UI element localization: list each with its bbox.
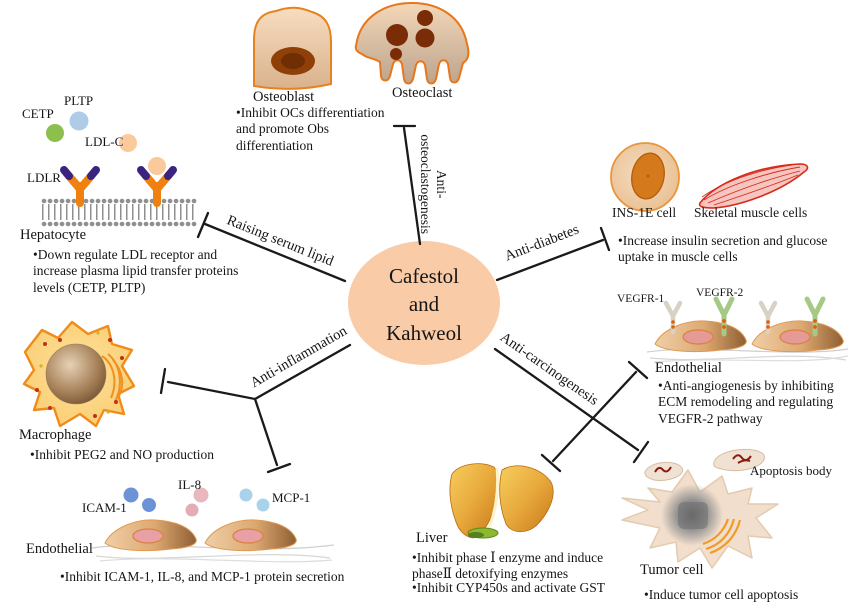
endothelial-left-title: Endothelial xyxy=(26,541,93,557)
osteoblast-illustration xyxy=(253,6,332,90)
ldlr-label: LDLR xyxy=(27,170,61,185)
hepatocyte-illustration xyxy=(41,111,199,227)
ins1e-label: INS-1E cell xyxy=(612,205,677,220)
er-icon xyxy=(101,353,124,403)
liver-title: Liver xyxy=(416,530,448,546)
tumor-cell-title: Tumor cell xyxy=(640,562,704,578)
central-node-title: Cafestol and Kahweol xyxy=(386,264,462,345)
icam1-label: ICAM-1 xyxy=(82,500,127,515)
ldlc-label: LDL-C xyxy=(85,134,124,149)
cetp-label: CETP xyxy=(22,106,54,121)
tumor-note: •Induce tumor cell apoptosis xyxy=(644,587,799,602)
skeletal-muscle-illustration xyxy=(698,163,809,209)
endothelium-note: •Inhibit ICAM-1, IL-8, and MCP-1 protein… xyxy=(60,569,345,584)
central-node-ellipse xyxy=(348,241,500,365)
vegfr2-label: VEGFR-2 xyxy=(696,287,744,299)
endothelial-left-illustration xyxy=(91,487,335,563)
pathway-label-anti-osteoclastogenesis: Anti- osteoclastogenesis xyxy=(418,134,450,235)
tumor-cell-illustration xyxy=(621,469,779,569)
ldlc-molecule-icon xyxy=(119,134,137,152)
osteoclast-illustration xyxy=(354,2,470,85)
pltp-molecule-icon xyxy=(69,111,89,131)
apoptosis-body-illustration xyxy=(644,448,765,481)
mcp1-label: MCP-1 xyxy=(272,490,311,505)
skeletal-muscle-label: Skeletal muscle cells xyxy=(694,205,808,220)
ldlr-receptor-bound-icon xyxy=(137,157,177,207)
golgi-icon xyxy=(702,518,742,555)
ldlr-receptor-icon xyxy=(60,166,100,207)
osteoblast-label: Osteoblast xyxy=(253,89,315,105)
ins1e-cell-illustration xyxy=(610,142,680,212)
hepatocyte-note: •Down regulate LDL receptor and increase… xyxy=(33,247,239,295)
diabetes-note: •Increase insulin secretion and glucose … xyxy=(618,233,828,265)
il8-molecule-icon xyxy=(185,487,209,517)
angiogenesis-note: •Anti-angiogenesis by inhibiting ECM rem… xyxy=(658,378,834,426)
membrane-icon xyxy=(41,198,199,227)
endothelial-right-illustration xyxy=(646,296,849,363)
il8-label: IL-8 xyxy=(178,477,202,492)
macrophage-illustration xyxy=(22,320,136,428)
endothelial-right-title: Endothelial xyxy=(655,360,722,376)
macrophage-title: Macrophage xyxy=(19,427,92,443)
hepatocyte-title: Hepatocyte xyxy=(20,227,87,243)
liver-note-1: •Inhibit phase Ⅰ enzyme and induce phase… xyxy=(412,550,604,582)
vegfr1-label: VEGFR-1 xyxy=(617,293,665,305)
liver-note-2: •Inhibit CYP450s and activate GST xyxy=(412,580,605,595)
pathway-lines xyxy=(159,124,650,474)
cetp-molecule-icon xyxy=(46,124,64,142)
vegfr2-receptor-icon xyxy=(713,296,826,337)
mcp1-molecule-icon xyxy=(239,488,270,512)
icam1-molecule-icon xyxy=(123,487,156,512)
pltp-label: PLTP xyxy=(64,93,94,108)
liver-illustration xyxy=(449,463,554,539)
apoptosis-body-label: Apoptosis body xyxy=(750,463,832,478)
bone-note: •Inhibit OCs differentiation and promote… xyxy=(236,105,385,153)
macrophage-note: •Inhibit PEG2 and NO production xyxy=(30,447,214,462)
osteoclast-label: Osteoclast xyxy=(392,85,453,101)
